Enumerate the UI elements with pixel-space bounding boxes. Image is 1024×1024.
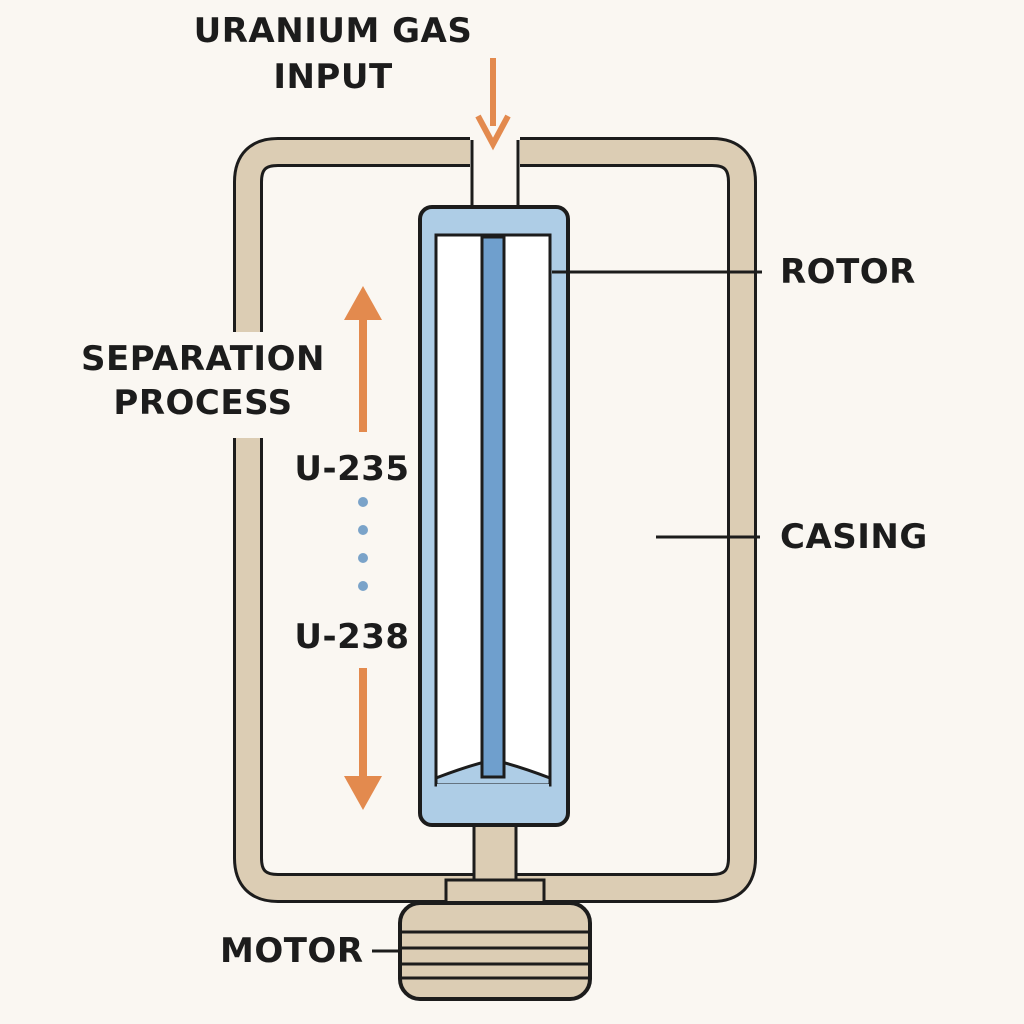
isotope-dot [358,581,368,591]
u235-label-mask [292,446,410,490]
rotor [418,205,570,827]
input-label-line1: URANIUM GAS [194,11,473,51]
u235-label: U-235 [294,449,409,489]
input-arrow-head [475,114,511,151]
input-label-line2: INPUT [273,57,393,97]
u238-label: U-238 [294,617,409,657]
casing-label: CASING [780,517,928,557]
isotope-dot [358,525,368,535]
motor-body [398,901,592,1001]
isotope-dot [358,553,368,563]
separation-label-line1: SEPARATION [81,339,325,379]
drive-shaft [444,820,546,908]
arrow-down-icon [475,58,511,151]
arrow-up-icon [344,286,382,432]
arrow-down-icon [344,668,382,810]
rotor-label: ROTOR [780,252,916,292]
isotope-dots [358,497,368,591]
motor [398,901,592,1001]
separation-label-line2: PROCESS [113,383,292,423]
separation-up-head [344,286,382,320]
motor-label: MOTOR [220,931,364,971]
rotor-shaft [480,235,506,779]
separation-label-mask [82,332,322,438]
rotor-bowl-fill [437,784,549,788]
separation-down-head [344,776,382,810]
u238-label-mask [292,614,410,658]
inlet-neck [472,140,518,210]
isotope-dot [358,497,368,507]
